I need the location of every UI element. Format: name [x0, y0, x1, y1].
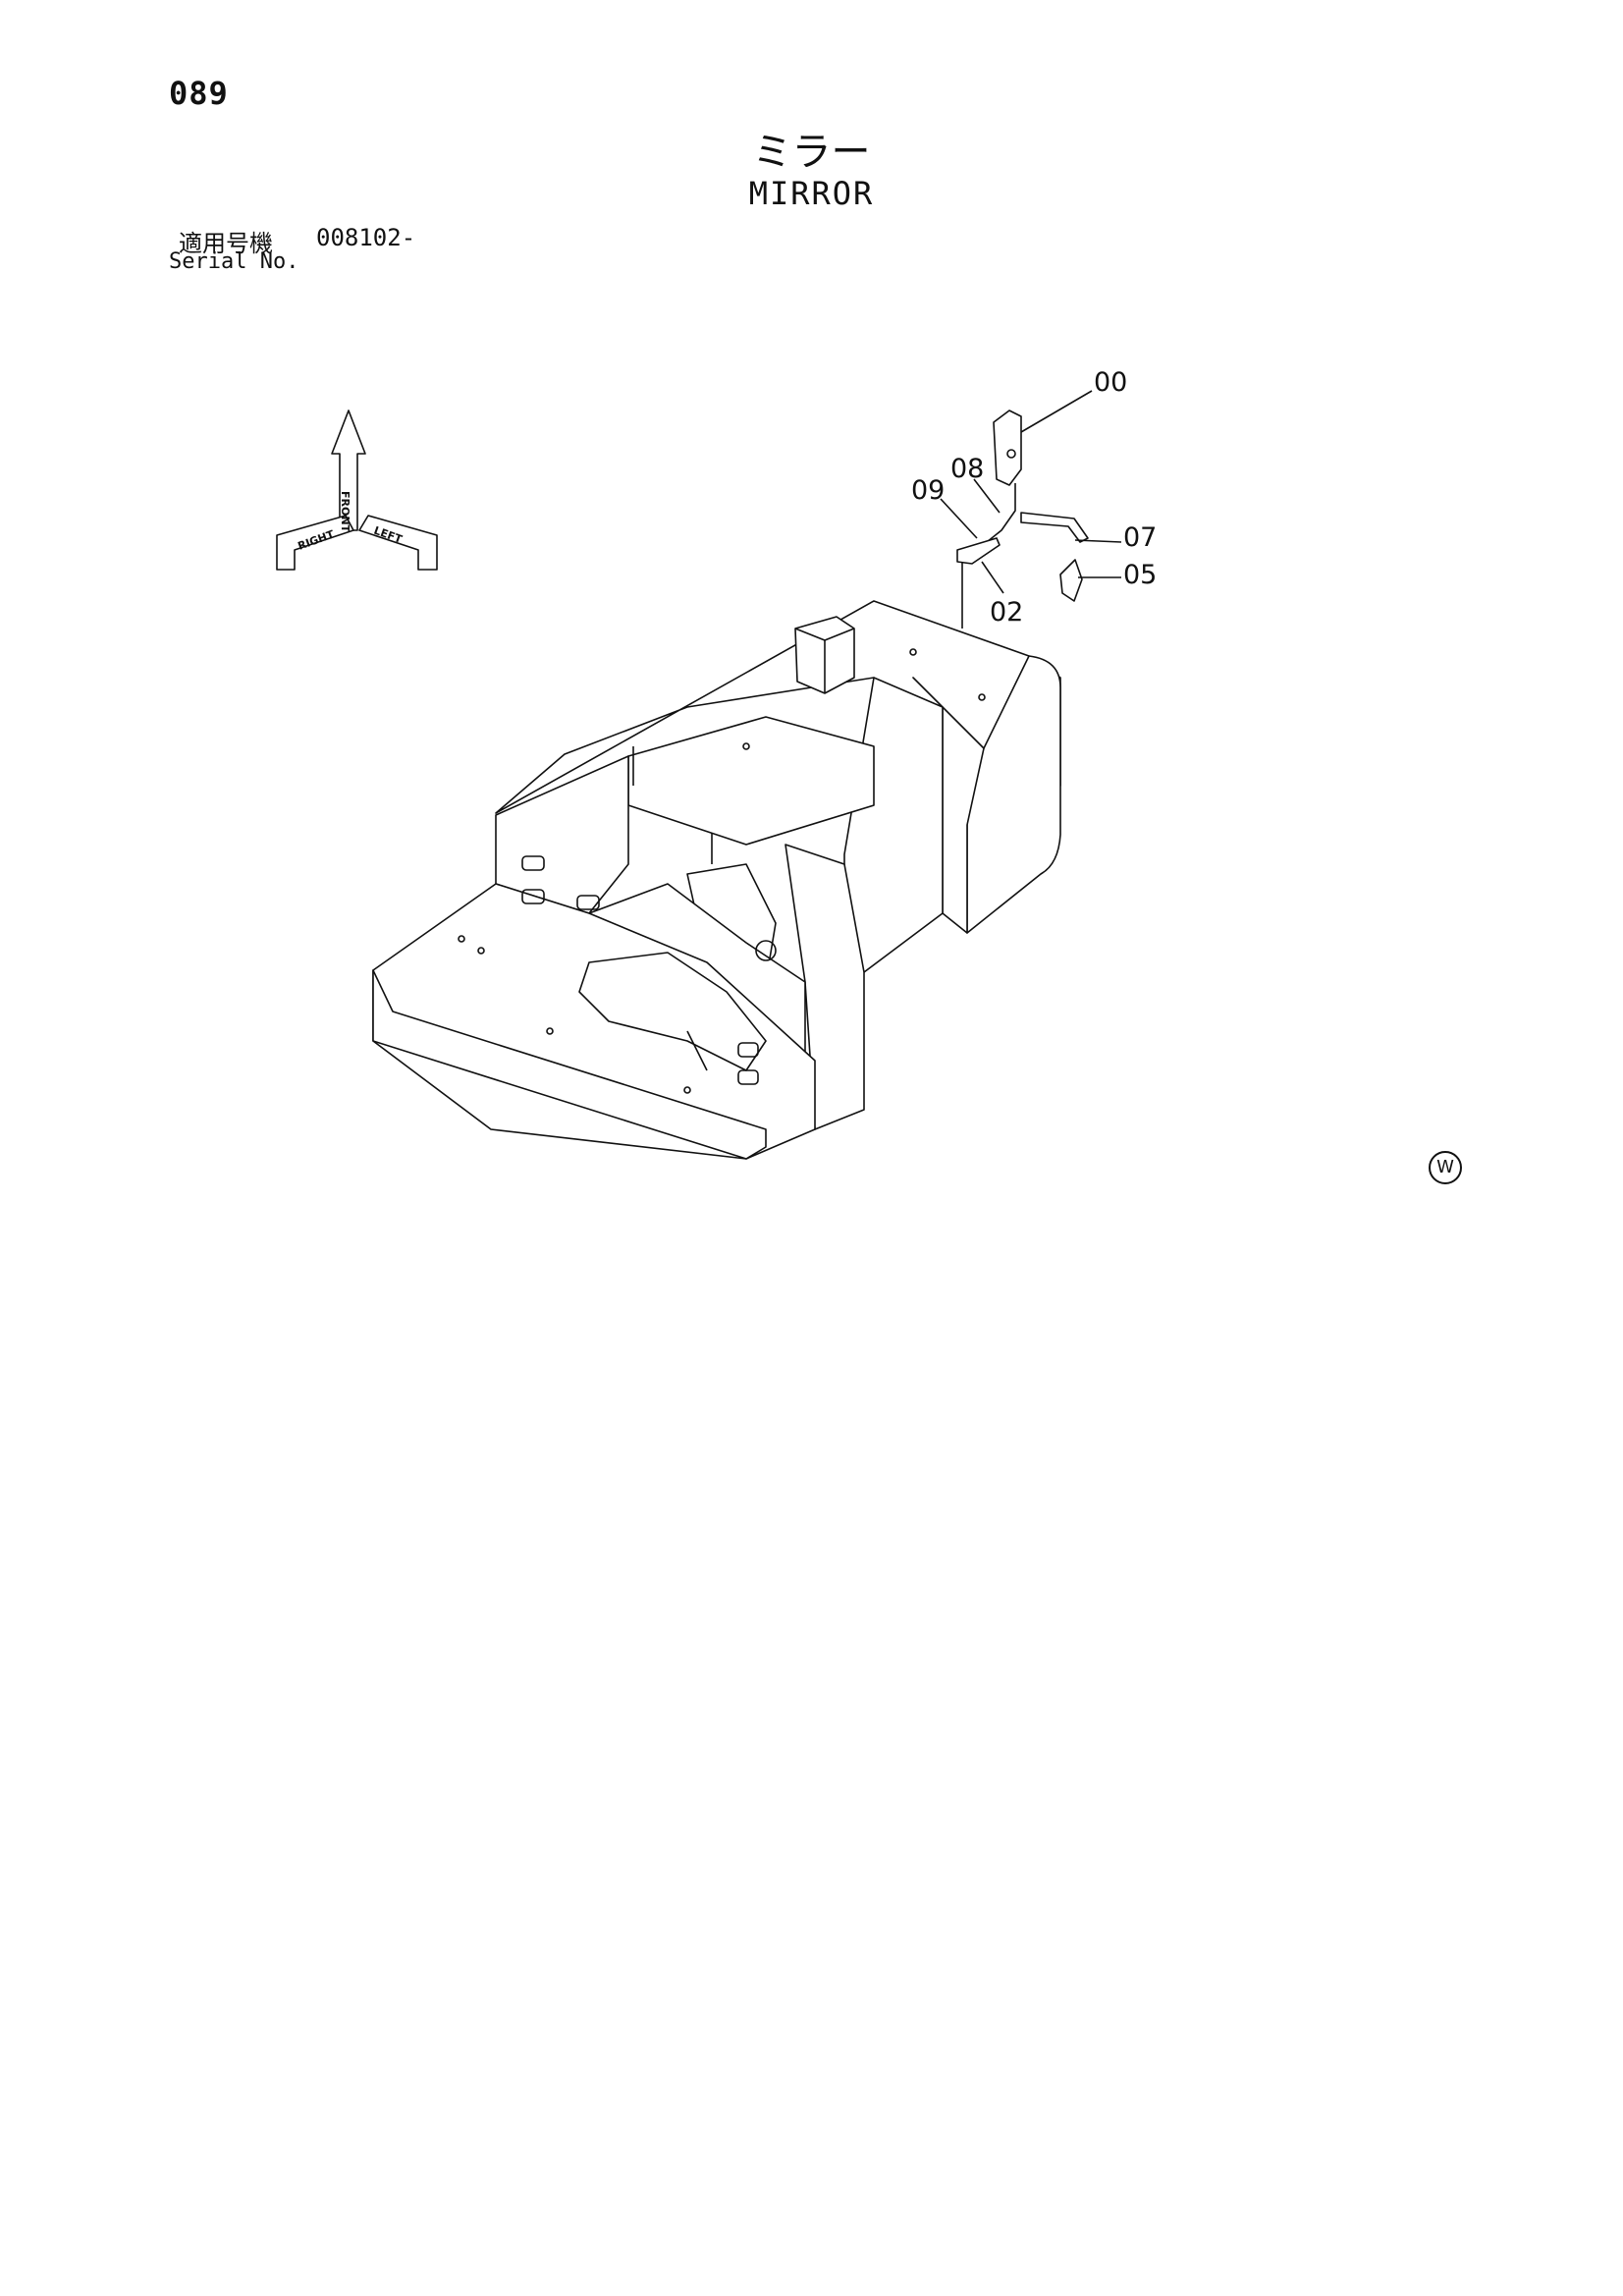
- mirror-assembly: [956, 410, 1089, 629]
- slot-c: [576, 895, 600, 910]
- mirror-head: [993, 410, 1022, 486]
- serial-label-jp: 適用号機: [179, 230, 273, 257]
- side-mirror: [1059, 559, 1083, 602]
- orientation-indicator: FRONT RIGHT LEFT: [276, 410, 438, 571]
- orientation-arrow-right: [358, 515, 438, 571]
- page-title-jp: ミラー: [752, 130, 871, 175]
- page-title-en: MIRROR: [748, 175, 875, 212]
- callout-leaders: [940, 390, 1122, 594]
- slot-e: [737, 1069, 759, 1085]
- mirror-arm: [1020, 512, 1089, 543]
- page-number: 089: [169, 75, 229, 112]
- machinery-deck: [627, 716, 875, 846]
- slot-a: [521, 855, 545, 871]
- base-front-rail: [372, 969, 767, 1160]
- stamp-mark: W: [1429, 1151, 1462, 1184]
- slot-b: [521, 889, 545, 904]
- callout-02: 02: [990, 597, 1023, 628]
- orientation-label-front: FRONT: [339, 491, 352, 533]
- callout-05: 05: [1123, 560, 1157, 590]
- callout-08: 08: [950, 454, 984, 484]
- port-hole: [755, 940, 777, 961]
- serial-value: 008102-: [316, 224, 416, 251]
- frame-side-panel: [843, 677, 944, 973]
- callout-07: 07: [1123, 522, 1157, 553]
- serial-label-en: Serial No.: [169, 249, 299, 274]
- left-frame-wall: [495, 755, 629, 914]
- mirror-head-bolt: [1006, 449, 1016, 459]
- slot-d: [737, 1042, 759, 1058]
- callout-09: 09: [911, 475, 945, 506]
- frame-assembly: [372, 600, 1061, 1160]
- mirror-bracket: [956, 537, 1001, 565]
- callout-00: 00: [1094, 367, 1127, 398]
- orientation-arrow-left: [276, 515, 354, 571]
